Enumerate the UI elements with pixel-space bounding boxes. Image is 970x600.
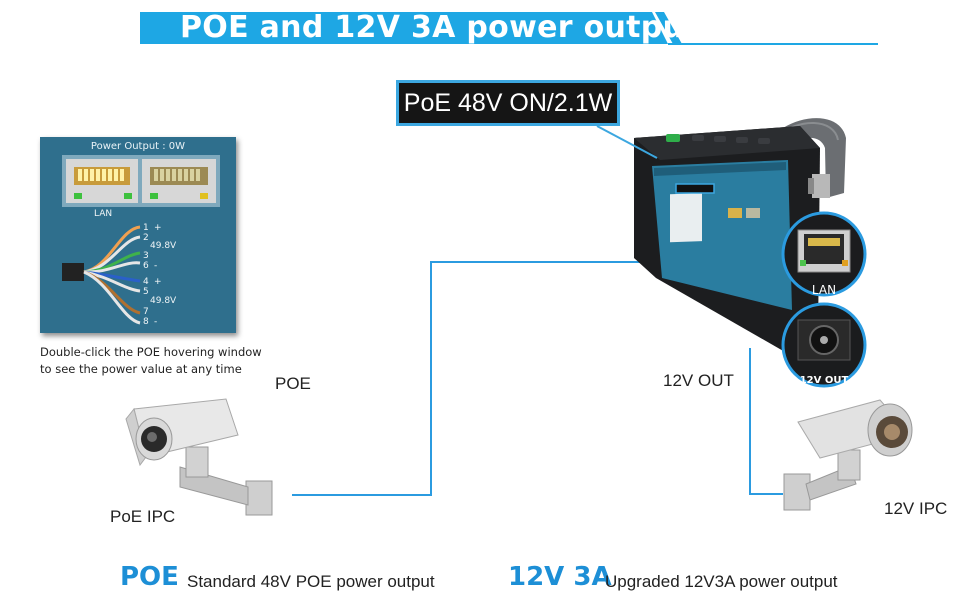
footer-poe-heading: POE [120,562,179,592]
pin-6-label: 6 [143,261,149,271]
footer-12v-heading: 12V 3A [508,562,612,592]
pin-2-label: 2 [143,233,149,243]
12v-ipc-label: 12V IPC [884,499,948,518]
12v-camera-image [783,399,913,511]
power-output-readout: Power Output : 0W [90,141,186,152]
lan-label: LAN [94,209,113,219]
poe-camera-image [125,398,273,516]
poe-ipc-label: PoE IPC [110,507,176,526]
rj45-ports-icon [62,155,220,207]
poe-hover-window: Power Output : 0W LAN 1 2 3 6 4 5 7 8 + … [40,137,236,333]
tester-device-image [634,118,846,356]
poe-status-label: PoE 48V ON/2.1W [396,80,620,126]
footer-poe-description: Standard 48V POE power output [187,572,435,591]
pin-3-label: 3 [143,251,149,261]
12v-out-label: 12V OUT [663,371,734,390]
page-title: POE and 12V 3A power output [180,10,699,45]
dc-port-label: 12V OUT [799,375,849,386]
pin-4-label: 4 [143,277,149,287]
plus-sign-bottom: + [154,277,162,287]
port-zoom-circles [781,211,867,388]
voltage-top: 49.8V [150,241,177,251]
status-pointer [596,125,658,159]
footer-12v-description: Upgraded 12V3A power output [605,572,838,591]
pin-7-label: 7 [143,307,149,317]
poe-label: POE [275,374,311,393]
voltage-bottom: 49.8V [150,296,177,306]
lan-port-label: LAN [811,283,837,297]
title-banner [140,12,878,45]
cable-wires-icon [62,225,141,325]
pin-1-label: 1 [143,223,149,233]
pin-5-label: 5 [143,287,149,297]
hover-window-note: Double-click the POE hovering window to … [40,345,262,376]
minus-sign-top: - [154,261,158,271]
plus-sign-top: + [154,223,162,233]
minus-sign-bottom: - [154,317,158,327]
pin-8-label: 8 [143,317,149,327]
